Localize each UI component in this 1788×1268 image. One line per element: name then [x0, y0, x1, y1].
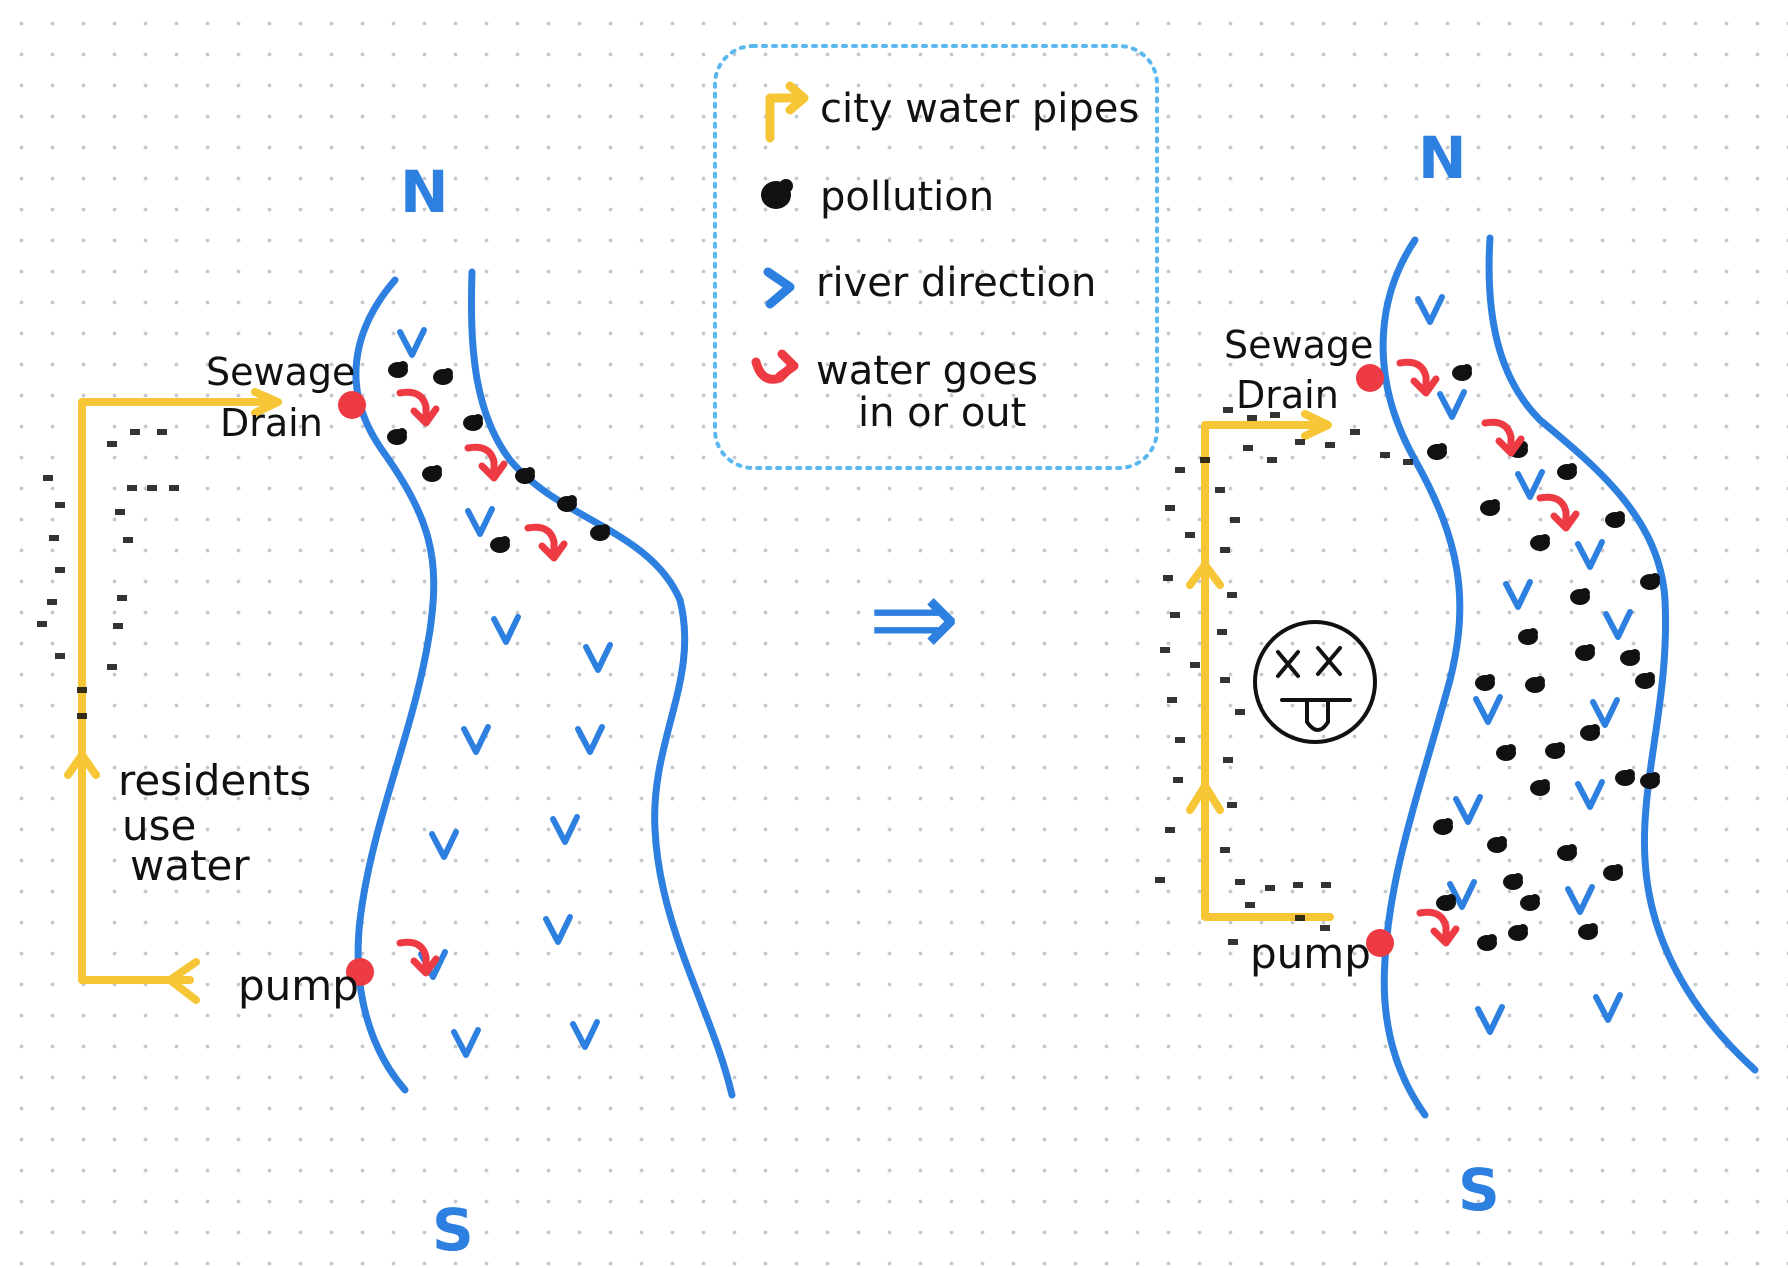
red-arrow-icon — [751, 349, 799, 384]
left-drain-label: Drain — [220, 401, 323, 445]
left-south-label: S — [432, 1196, 474, 1264]
legend-item-river-direction: river direction — [763, 260, 1096, 309]
right-sewage-drain-point — [1356, 364, 1384, 392]
right-pump-point — [1366, 929, 1394, 957]
transition-arrow: ⇒ — [868, 554, 960, 682]
right-drain-label: Drain — [1236, 373, 1339, 417]
blue-chevron-icon — [763, 267, 795, 309]
left-river-east-bank — [467, 268, 736, 1099]
right-pipe-arrow-up — [1186, 782, 1224, 814]
left-pump-label: pump — [238, 961, 359, 1010]
left-north-label: N — [400, 158, 449, 226]
left-pipe-arrow-from-pump — [166, 958, 200, 1004]
right-river-east-bank — [1485, 234, 1759, 1074]
left-red-arrows — [400, 392, 564, 973]
right-sewage-label: Sewage — [1224, 323, 1373, 367]
left-pump-point — [346, 958, 374, 986]
left-pipe-arrow-to-drain — [251, 388, 282, 417]
legend-label-city-water-pipes: city water pipes — [820, 86, 1139, 132]
legend-item-water-in-out: water goes in or out — [751, 348, 1038, 436]
legend-label-pollution: pollution — [820, 174, 994, 220]
left-sewage-drain-point — [338, 391, 366, 419]
right-river-west-bank — [1379, 236, 1464, 1119]
right-scene: N S — [1155, 124, 1759, 1224]
right-pump-label: pump — [1250, 929, 1371, 978]
right-red-arrows — [1400, 362, 1576, 943]
right-north-label: N — [1418, 124, 1467, 192]
legend-item-city-water-pipes: city water pipes — [765, 81, 1139, 143]
right-pollution — [1427, 364, 1660, 951]
left-sewage-label: Sewage — [206, 350, 355, 394]
right-water-pipe — [1201, 421, 1334, 921]
left-pipe-arrow-up — [64, 751, 100, 779]
left-seepage-dashes — [37, 429, 179, 719]
right-pipe-arrow-to-drain — [1301, 410, 1332, 440]
residents-label-line1: residents — [118, 756, 311, 805]
legend-item-pollution: pollution — [761, 174, 994, 220]
residents-label-line2: use — [122, 801, 196, 850]
left-river-chevrons — [400, 330, 610, 1055]
right-south-label: S — [1458, 1156, 1500, 1224]
dead-face-icon — [1253, 620, 1377, 744]
yellow-pipe-arrow-icon — [765, 81, 809, 143]
residents-label-line3: water — [130, 841, 250, 890]
left-scene: N S — [37, 158, 736, 1264]
legend-box: city water pipes pollution river directi… — [713, 44, 1159, 470]
pollution-blob-icon — [761, 179, 793, 209]
legend-label-river-direction: river direction — [816, 260, 1096, 306]
legend-label-in-or-out: in or out — [858, 390, 1026, 436]
legend-label-water-goes: water goes — [816, 348, 1038, 394]
right-pipe-arrow-up-2 — [1186, 561, 1224, 589]
right-river-chevrons — [1418, 297, 1630, 1032]
legend-border — [713, 44, 1159, 470]
